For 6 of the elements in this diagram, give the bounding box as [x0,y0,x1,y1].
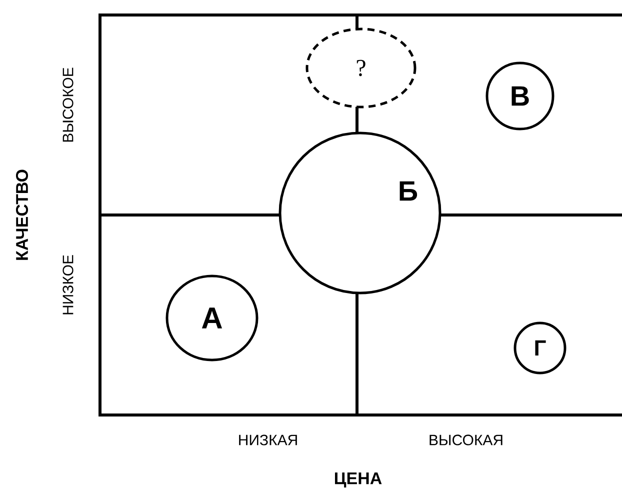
axis-title: ЦЕНА [335,472,382,488]
axis-title: КАЧЕСТВО [16,170,28,260]
axis-label: НИЗКОЕ [62,255,74,314]
axis-label: ВЫСОКОЕ [62,68,74,142]
axis-label: НИЗКАЯ [239,434,297,446]
axis-label: ВЫСОКАЯ [430,434,502,446]
